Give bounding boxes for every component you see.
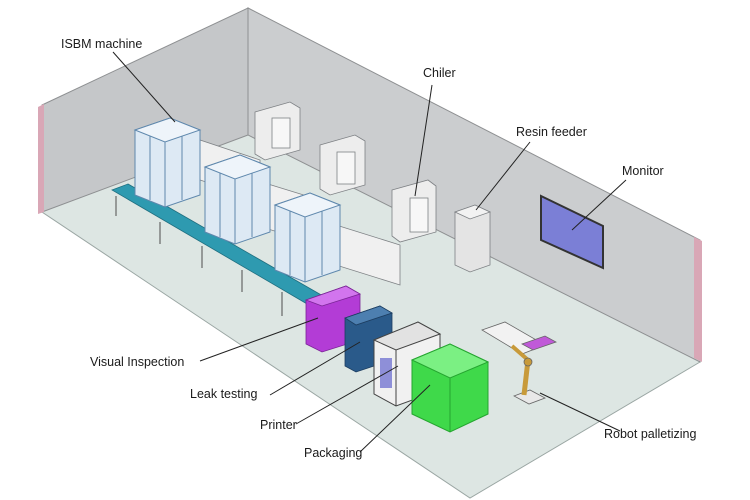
label-leak-testing: Leak testing <box>190 387 258 401</box>
label-monitor: Monitor <box>622 164 664 178</box>
label-resin-feeder: Resin feeder <box>516 125 587 139</box>
right-back-wall <box>247 7 701 363</box>
label-isbm-machine: ISBM machine <box>61 37 143 51</box>
isbm-machines <box>133 117 342 283</box>
robot-palletizing-cell <box>481 321 557 405</box>
right-wall-edge <box>694 237 702 362</box>
leader-lines <box>112 51 627 453</box>
label-robot-palletizing: Robot palletizing <box>604 427 697 441</box>
label-visual-inspection: Visual Inspection <box>90 355 185 369</box>
left-wall-edge <box>38 104 44 214</box>
resin-feeder <box>453 204 492 273</box>
label-printer: Printer <box>260 418 297 432</box>
label-packaging: Packaging <box>304 446 363 460</box>
label-chiler: Chiler <box>423 66 456 80</box>
chiller-units <box>254 101 437 243</box>
packaging-unit <box>410 343 490 433</box>
monitor-screen <box>540 194 604 270</box>
